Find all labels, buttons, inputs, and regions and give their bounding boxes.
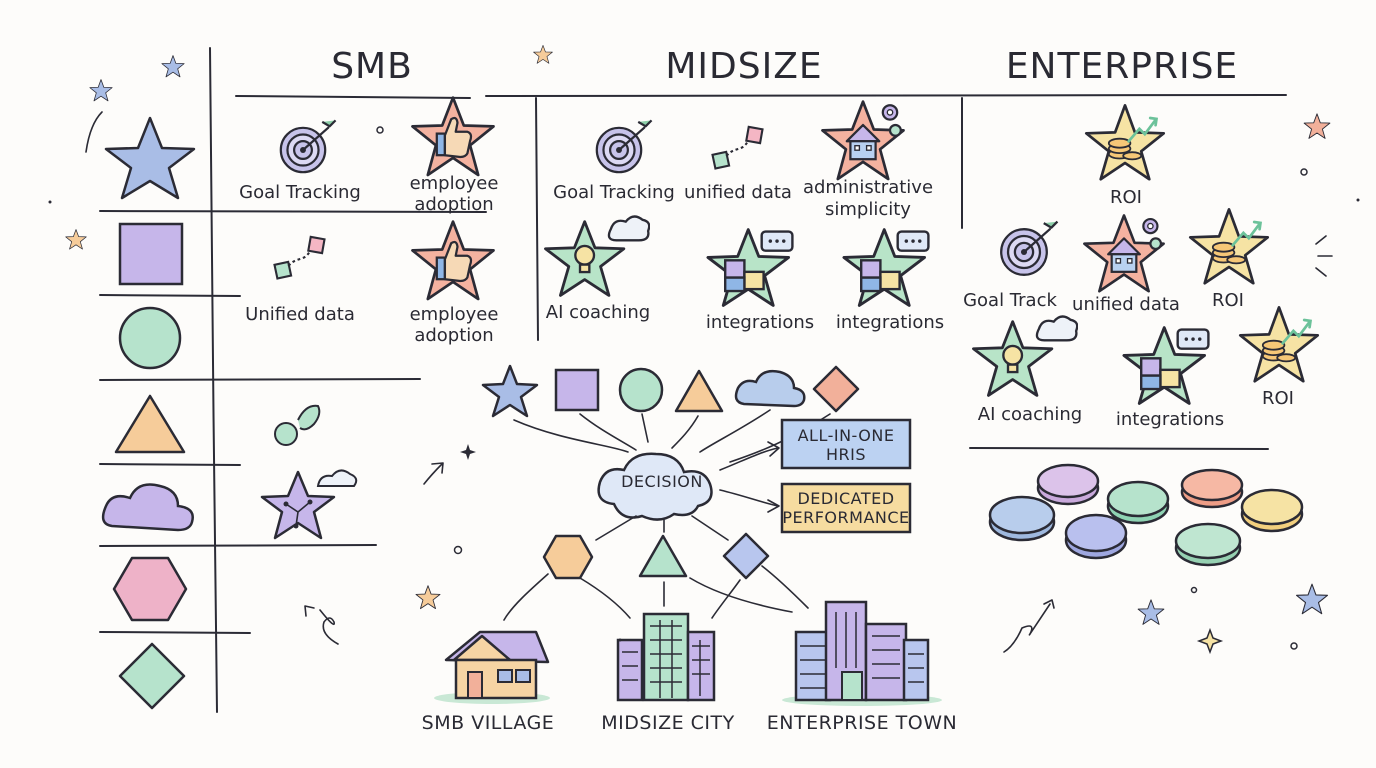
- shape-legend: [101, 116, 196, 710]
- network-star-icon: [260, 469, 358, 540]
- flow-cloud: [734, 369, 806, 408]
- enterprise-roi-label-3: ROI: [1262, 388, 1294, 409]
- dedicated-label-b: PERFORMANCE: [782, 508, 909, 527]
- enterprise-roi-label-1: ROI: [1110, 187, 1142, 208]
- flow-diamond: [812, 365, 860, 413]
- enterprise-integrations-label: integrations: [1116, 409, 1224, 430]
- broken-link-icon: [274, 404, 321, 446]
- midsize-admin-label-b: simplicity: [825, 199, 911, 220]
- decorations: [48, 44, 1360, 655]
- smb-goal-tracking-label: Goal Tracking: [239, 182, 361, 203]
- midsize-goal-tracking-label: Goal Tracking: [553, 182, 675, 203]
- coins-star-icon-3: [1238, 306, 1320, 383]
- legend-circle: [118, 306, 182, 370]
- sparkle-star-icon: [1137, 599, 1165, 625]
- smb-village-label: SMB VILLAGE: [422, 712, 555, 734]
- target-icon-midsize: [595, 119, 653, 174]
- smb-employee-adoption-label-2a: employee: [410, 304, 499, 325]
- puzzle-star-icon-2: [842, 228, 930, 307]
- dedicated-box: [780, 482, 912, 534]
- sparkle-star-icon: [415, 585, 441, 610]
- sparkle-star-icon: [1295, 583, 1329, 615]
- flow-diamond-2: [722, 532, 770, 580]
- enterprise-goal-track-label: Goal Track: [963, 290, 1057, 311]
- midsize-city-label: MIDSIZE CITY: [601, 712, 734, 734]
- enterprise-ai-coaching-label: AI coaching: [978, 404, 1082, 425]
- flow-triangle: [674, 369, 724, 413]
- midsize-unified-data-label: unified data: [684, 182, 792, 203]
- decision-label: DECISION: [621, 472, 703, 491]
- target-icon: [279, 119, 337, 174]
- lightbulb-star-icon-enterprise: [972, 315, 1078, 397]
- all-in-one-label-a: ALL-IN-ONE: [798, 426, 895, 445]
- legend-square: [118, 222, 184, 286]
- smb-employee-adoption-label-2b: adoption: [414, 325, 493, 346]
- decision-cloud: [597, 452, 713, 521]
- sparkle-star-icon: [65, 229, 87, 250]
- thumbs-up-star-icon: [411, 96, 495, 177]
- linked-data-icon-midsize: [711, 125, 764, 170]
- enterprise-column: ROI Goal Track unified data ROI AI coach…: [963, 104, 1320, 567]
- puzzle-star-icon: [706, 228, 794, 307]
- smb-employee-adoption-label-1b: adoption: [414, 194, 493, 215]
- flow-triangle-2: [638, 534, 688, 578]
- house-star-icon-enterprise: [1083, 214, 1165, 293]
- midsize-column: Goal Tracking unified data administrativ…: [544, 100, 944, 333]
- header-enterprise: ENTERPRISE: [1006, 46, 1238, 87]
- target-icon-enterprise: [1000, 220, 1059, 276]
- sparkle-star-icon: [161, 55, 185, 78]
- legend-triangle: [114, 394, 186, 454]
- midsize-ai-coaching-label: AI coaching: [546, 302, 650, 323]
- sparkle-star-icon: [89, 79, 113, 102]
- midsize-admin-label-a: administrative: [803, 177, 933, 198]
- all-in-one-label-b: HRIS: [826, 445, 866, 464]
- coins-star-icon: [1084, 104, 1166, 181]
- smb-village: [434, 630, 550, 704]
- curly-arrow: [319, 609, 339, 645]
- flow-star: [481, 364, 539, 418]
- midsize-integrations-label-1: integrations: [706, 312, 814, 333]
- smb-employee-adoption-label-1a: employee: [410, 173, 499, 194]
- house-star-icon: [821, 100, 905, 181]
- decision-flow: DECISION ALL-IN-ONE HRIS DEDICATED PERFO…: [481, 364, 912, 621]
- legend-star: [104, 116, 196, 200]
- legend-diamond: [118, 642, 186, 710]
- puzzle-star-icon-enterprise: [1122, 326, 1210, 405]
- midsize-city: [616, 612, 716, 702]
- legend-hexagon: [112, 556, 188, 622]
- linked-data-icon: [273, 235, 326, 280]
- flow-circle: [618, 367, 664, 413]
- flow-hexagon: [542, 534, 594, 580]
- all-in-one-box: [780, 418, 912, 470]
- sparkle-star-icon: [533, 44, 553, 64]
- flow-square: [554, 368, 600, 412]
- coin-tokens: [988, 463, 1304, 567]
- grid-lines: [99, 47, 1287, 713]
- smb-unified-data-label: Unified data: [245, 304, 355, 325]
- dedicated-label-a: DEDICATED: [797, 489, 894, 508]
- header-midsize: MIDSIZE: [665, 46, 822, 87]
- enterprise-roi-label-2: ROI: [1212, 290, 1244, 311]
- enterprise-unified-data-label: unified data: [1072, 294, 1180, 315]
- sparkle-star-icon: [1303, 113, 1331, 139]
- legend-cloud: [101, 483, 194, 532]
- header-smb: SMB: [331, 46, 413, 87]
- smb-column: Goal Tracking employee adoption Unified …: [239, 96, 499, 645]
- lightbulb-star-icon: [544, 215, 650, 297]
- thumbs-up-star-icon-2: [411, 220, 495, 301]
- enterprise-town: [782, 600, 942, 706]
- enterprise-town-label: ENTERPRISE TOWN: [767, 712, 957, 734]
- midsize-integrations-label-2: integrations: [836, 312, 944, 333]
- coins-star-icon-2: [1188, 208, 1270, 285]
